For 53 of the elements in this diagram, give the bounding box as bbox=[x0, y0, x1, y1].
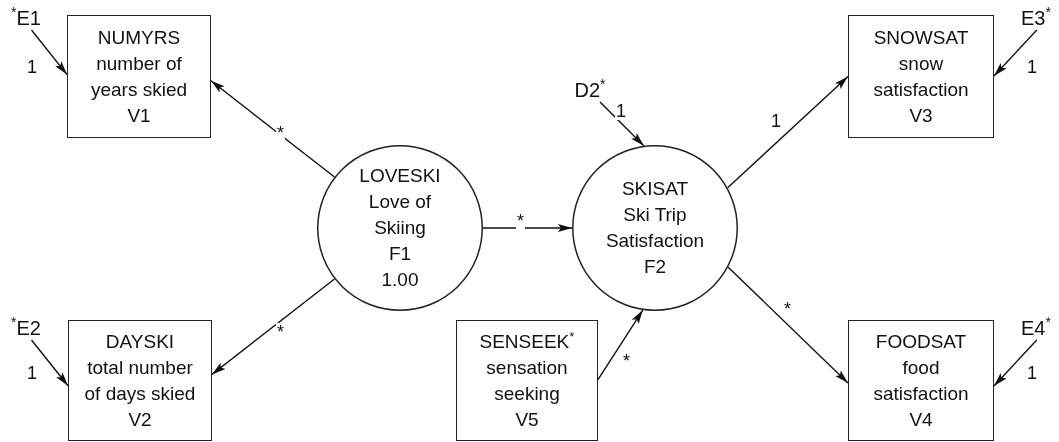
path-arrow bbox=[727, 266, 849, 384]
path-arrow bbox=[993, 29, 1038, 77]
error-term-label: E3$^{*}$ bbox=[1014, 6, 1058, 30]
variable-code: V5 bbox=[515, 407, 539, 432]
edge-label: 1 bbox=[1026, 364, 1038, 382]
variable-code: V2 bbox=[128, 407, 152, 432]
path-arrow bbox=[599, 101, 645, 147]
variable-code: V4 bbox=[909, 407, 933, 432]
edge-label: 1 bbox=[1026, 58, 1038, 76]
latent-factor-circle bbox=[572, 145, 738, 311]
variable-code: V1 bbox=[127, 103, 151, 128]
measured-variable-box bbox=[67, 15, 211, 138]
variable-name: SKISAT bbox=[621, 177, 689, 201]
error-term-label: D2$^{*}$ bbox=[570, 78, 610, 102]
variable-code: F1 bbox=[388, 242, 412, 266]
edge-label: 1 bbox=[770, 112, 782, 130]
path-arrow bbox=[726, 75, 849, 189]
variable-code: V3 bbox=[909, 103, 933, 128]
edge-label: 1 bbox=[26, 58, 38, 76]
edge-label: * bbox=[516, 212, 525, 230]
error-term-label: $^{*}$E1 bbox=[6, 6, 46, 30]
measured-variable-box bbox=[848, 320, 994, 441]
path-arrow bbox=[30, 29, 68, 76]
variable-description: Love of Skiing bbox=[367, 190, 433, 240]
error-term-label: E4$^{*}$ bbox=[1014, 316, 1058, 340]
path-arrow bbox=[211, 278, 336, 376]
variable-name: SNOWSAT bbox=[873, 25, 969, 50]
measured-variable-box bbox=[456, 320, 598, 441]
variable-name: NUMYRS bbox=[97, 25, 181, 50]
measured-variable-box bbox=[848, 15, 994, 138]
path-arrow bbox=[993, 339, 1038, 387]
variable-code: F2 bbox=[643, 255, 667, 279]
variable-description: food satisfaction bbox=[872, 355, 970, 406]
edge-label: * bbox=[276, 124, 285, 142]
latent-factor-circle bbox=[317, 145, 483, 311]
variable-description: Ski Trip Satisfaction bbox=[604, 203, 706, 253]
edge-label: 1 bbox=[26, 364, 38, 382]
variable-description: total number of days skied bbox=[83, 355, 197, 406]
variable-description: snow satisfaction bbox=[872, 51, 970, 102]
edge-label: 1 bbox=[615, 102, 627, 120]
variable-name: SENSEEK$^{*}$ bbox=[479, 328, 575, 354]
path-arrow bbox=[30, 339, 69, 387]
path-arrow bbox=[210, 80, 336, 178]
variable-name: DAYSKI bbox=[105, 329, 175, 354]
variance-value: 1.00 bbox=[381, 268, 419, 292]
variable-name: FOODSAT bbox=[875, 329, 967, 354]
path-arrow bbox=[482, 224, 573, 232]
variable-description: number of years skied bbox=[89, 51, 189, 102]
path-arrow bbox=[597, 309, 644, 381]
variable-description: sensation seeking bbox=[485, 355, 569, 406]
variable-name: LOVESKI bbox=[359, 164, 441, 188]
error-term-label: $^{*}$E2 bbox=[6, 316, 46, 340]
measured-variable-box bbox=[68, 320, 212, 441]
